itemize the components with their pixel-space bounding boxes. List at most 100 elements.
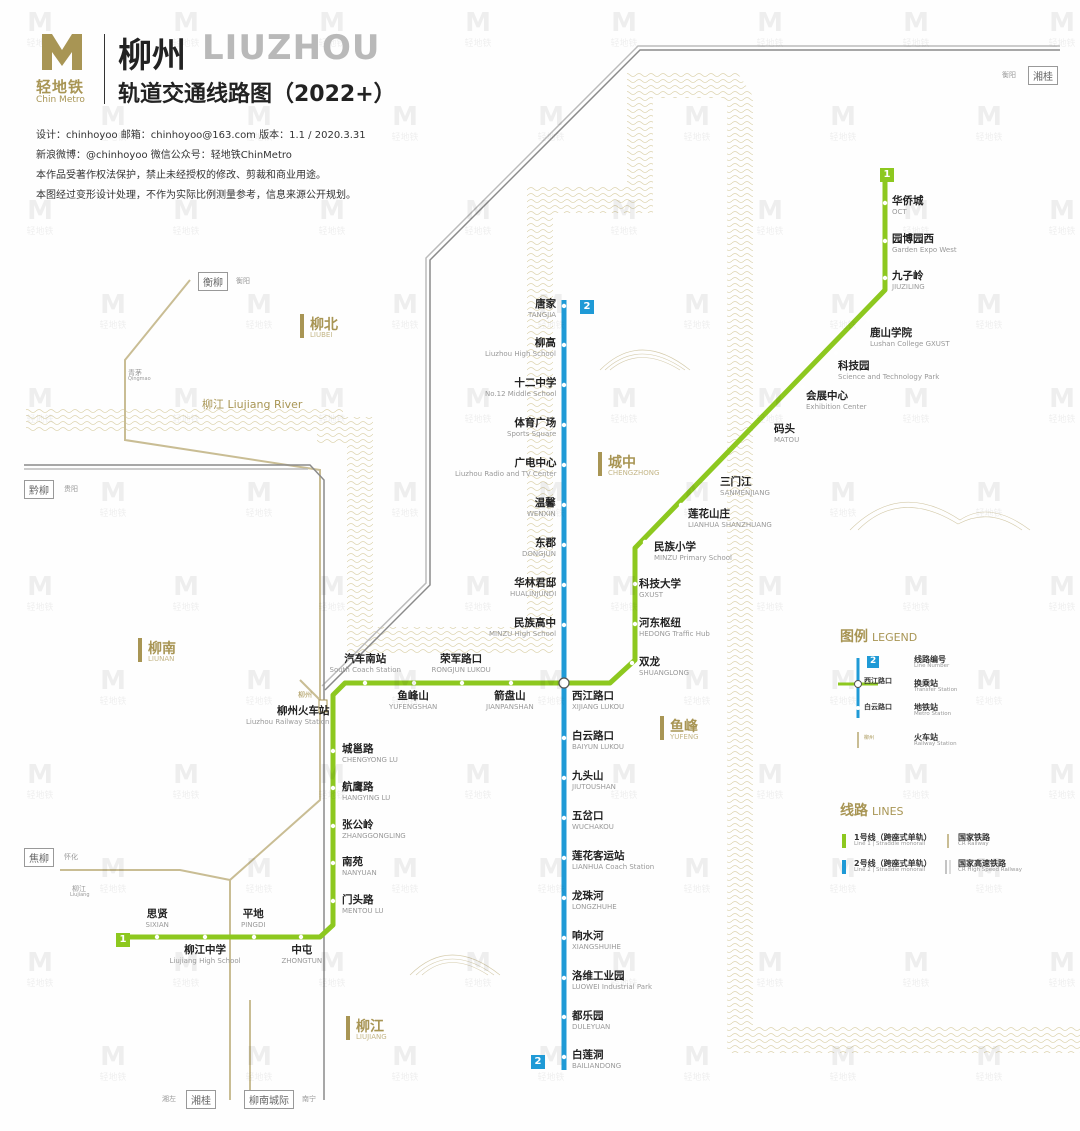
station-line2-7[interactable]	[561, 582, 567, 588]
railway-station-marker[interactable]	[318, 699, 328, 713]
station-line2-2[interactable]	[561, 382, 567, 388]
station-line1-23[interactable]	[298, 934, 304, 940]
station-name-en: MENTOU LU	[342, 906, 384, 915]
station-line2-0[interactable]	[561, 303, 567, 309]
station-line1-12[interactable]	[629, 660, 635, 666]
station-line2-8[interactable]	[561, 622, 567, 628]
station-line2-3[interactable]	[561, 422, 567, 428]
station-line1-20[interactable]	[330, 823, 336, 829]
station-line1-3[interactable]	[865, 317, 871, 323]
station-line2-11[interactable]	[561, 815, 567, 821]
station-line1-24[interactable]	[251, 934, 257, 940]
station-line1-8[interactable]	[678, 502, 684, 508]
station-line1-14[interactable]	[508, 680, 514, 686]
station-line2-15[interactable]	[561, 975, 567, 981]
station-line2-1[interactable]	[561, 342, 567, 348]
station-line1-6[interactable]	[767, 417, 773, 423]
station-line1-16[interactable]	[411, 680, 417, 686]
rail-sub-xiangliu: 湘左	[162, 1095, 176, 1103]
station-line1-19[interactable]	[330, 785, 336, 791]
station-line2-14[interactable]	[561, 935, 567, 941]
rail-station-qingmao-en: Qingmao	[128, 376, 151, 382]
station-line1-26[interactable]	[154, 934, 160, 940]
station-line1-22[interactable]	[330, 898, 336, 904]
station-line2-12[interactable]	[561, 855, 567, 861]
station-line1-13[interactable]	[558, 677, 570, 689]
station-line1-21[interactable]	[330, 860, 336, 866]
station-line1-18[interactable]	[330, 748, 336, 754]
station-line2-6[interactable]	[561, 542, 567, 548]
station-line2-13[interactable]	[561, 895, 567, 901]
station-line1-11[interactable]	[632, 621, 638, 627]
railway-station-tag: 柳州	[298, 691, 312, 699]
station-line1-15[interactable]	[459, 680, 465, 686]
header-divider	[104, 34, 105, 104]
station-line1-17[interactable]	[362, 680, 368, 686]
station-line2-5[interactable]	[561, 502, 567, 508]
station-line1-10[interactable]	[632, 581, 638, 587]
station-line1-1[interactable]	[882, 238, 888, 244]
station-line1-25[interactable]	[202, 934, 208, 940]
station-line2-4[interactable]	[561, 462, 567, 468]
station-line1-5[interactable]	[800, 384, 806, 390]
station-line2-10[interactable]	[561, 775, 567, 781]
station-name-cn: 鹿山学院	[870, 327, 912, 339]
station-line2-17[interactable]	[561, 1054, 567, 1060]
station-name-en: DULEYUAN	[572, 1022, 611, 1031]
station-line1-0[interactable]	[882, 200, 888, 206]
station-line1-9[interactable]	[642, 539, 648, 545]
station-line2-9[interactable]	[561, 735, 567, 741]
station-line2-16[interactable]	[561, 1014, 567, 1020]
station-line1-7[interactable]	[717, 471, 723, 477]
station-line1-4[interactable]	[833, 350, 839, 356]
station-line1-2[interactable]	[882, 275, 888, 281]
